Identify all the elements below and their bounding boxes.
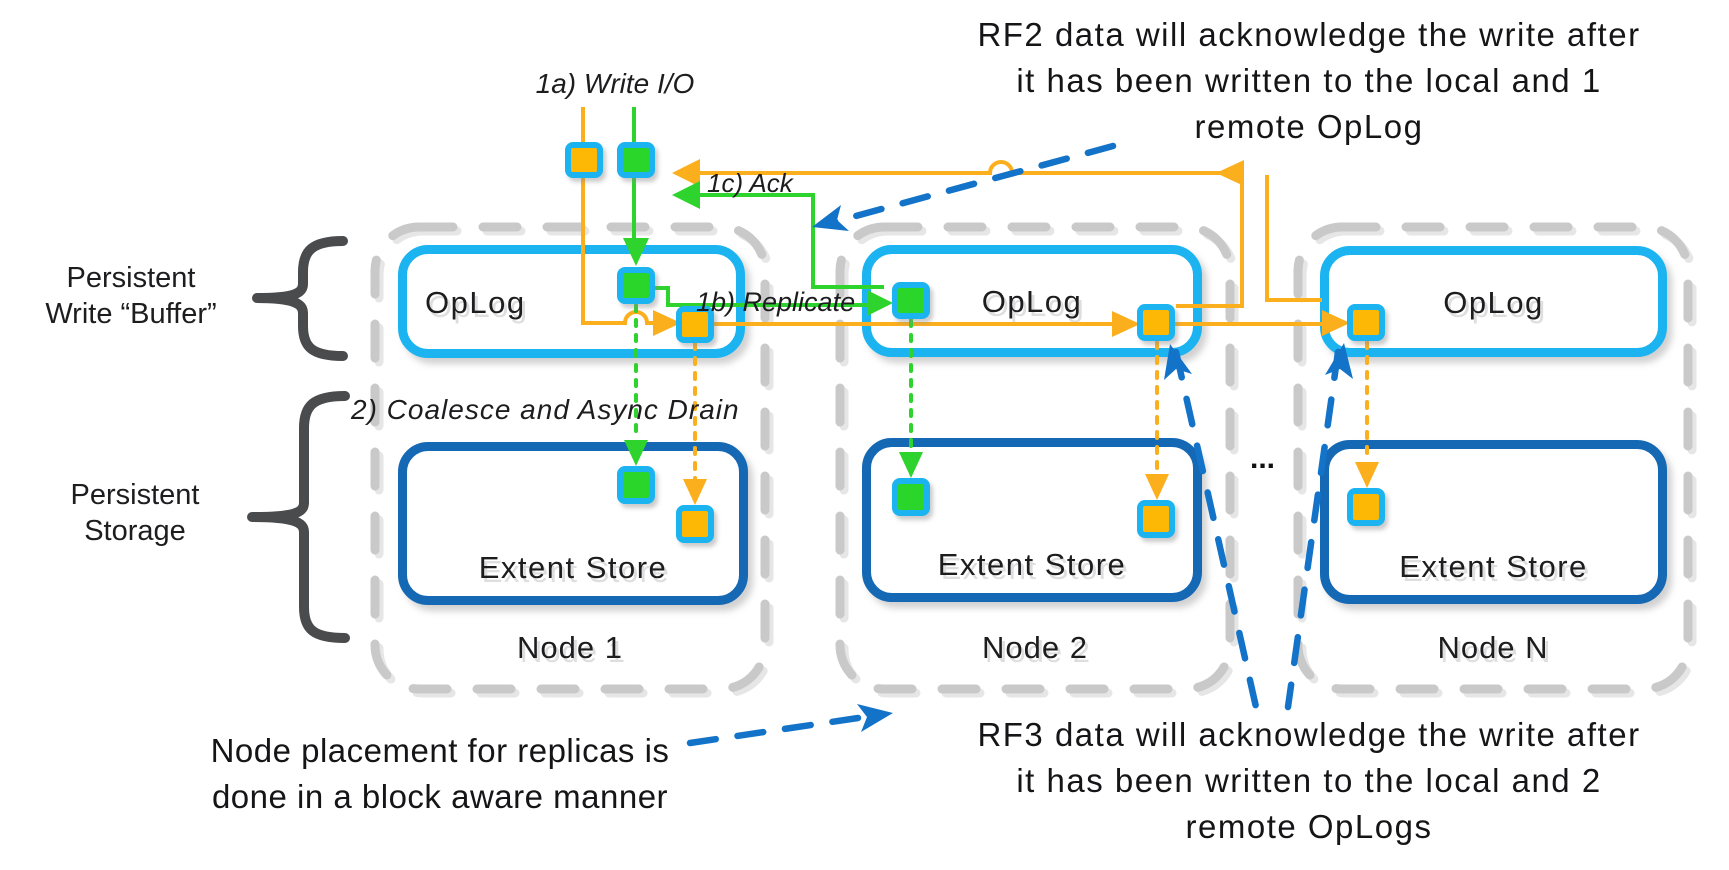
ack-label: 1c) Ack <box>707 168 793 198</box>
persistent-storage-line2: Storage <box>84 515 186 547</box>
nodeN-label: Node N <box>1437 630 1549 665</box>
rf3-annotation-line-left <box>1172 348 1260 711</box>
green-drain-lines <box>634 303 913 454</box>
orange-drain-lines <box>693 340 1369 481</box>
node1-extent-store-label: Extent Store <box>478 550 668 585</box>
rf3-text-line2: it has been written to the local and 2 <box>1016 762 1602 799</box>
node1-oplog-orange-block <box>676 306 714 343</box>
persistent-write-buffer-line2: Write “Buffer” <box>45 298 217 330</box>
coalesce-drain-label: 2) Coalesce and Async Drain <box>351 394 740 425</box>
node2-container <box>835 222 1235 694</box>
rf3-annotation-line-right <box>1284 348 1342 711</box>
persistent-storage-label: Persistent Storage <box>10 477 260 549</box>
rf2-annotation-line <box>826 142 1117 227</box>
node2-oplog-label: OpLog <box>981 284 1083 319</box>
rf3-annotation-text: RF3 data will acknowledge the write afte… <box>890 712 1728 850</box>
rf2-annotation-text: RF2 data will acknowledge the write afte… <box>890 12 1728 150</box>
orange-arrowheads <box>653 159 1379 505</box>
placement-annotation-text: Node placement for replicas is done in a… <box>140 728 740 820</box>
node-container-shadows <box>374 226 1697 698</box>
node1-oplog-green-block <box>617 267 655 304</box>
nodeN-extent-orange-block <box>1347 488 1385 526</box>
placement-annotation-line <box>686 714 862 747</box>
blue-arrowheads <box>812 205 1353 732</box>
persistent-write-buffer-brace <box>252 236 348 361</box>
data-block-orange-incoming <box>565 142 603 178</box>
write-io-label: 1a) Write I/O <box>535 68 695 99</box>
node1-oplog-box: OpLog <box>398 245 745 358</box>
green-arrowheads <box>623 181 923 478</box>
nodeN-oplog-label: OpLog <box>1443 285 1544 320</box>
nodeN-oplog-orange-block <box>1347 304 1385 341</box>
placement-text-line1: Node placement for replicas is <box>210 732 670 769</box>
rf3-text-line3: remote OpLogs <box>1185 808 1433 845</box>
node2-extent-store-label: Extent Store <box>937 547 1127 582</box>
persistent-write-buffer-line1: Persistent <box>66 262 196 294</box>
node1-oplog-label: OpLog <box>425 285 526 320</box>
data-block-green-incoming <box>617 142 655 178</box>
node1-extent-green-block <box>617 466 655 504</box>
nodeN-container <box>1293 222 1693 694</box>
more-nodes-ellipsis: ... <box>1250 442 1276 475</box>
node2-oplog-orange-block <box>1137 304 1175 341</box>
node2-label: Node 2 <box>982 630 1088 665</box>
node1-extent-orange-block <box>676 505 714 543</box>
rf2-text-line2: it has been written to the local and 1 <box>1016 62 1602 99</box>
persistent-write-buffer-label: Persistent Write “Buffer” <box>6 260 256 332</box>
rf2-text-line3: remote OpLog <box>1194 108 1424 145</box>
rf2-text-line1: RF2 data will acknowledge the write afte… <box>977 16 1641 53</box>
nodeN-extent-store-label: Extent Store <box>1399 549 1588 584</box>
node2-extent-green-block <box>892 478 930 516</box>
node1-container <box>370 222 770 694</box>
node1-label: Node 1 <box>517 630 623 665</box>
node2-oplog-green-block <box>892 282 930 319</box>
placement-text-line2: done in a block aware manner <box>211 778 669 815</box>
persistent-storage-line1: Persistent <box>70 479 200 511</box>
node2-extent-orange-block <box>1137 500 1175 538</box>
persistent-storage-brace <box>247 391 350 643</box>
rf3-text-line1: RF3 data will acknowledge the write afte… <box>977 716 1641 753</box>
replicate-label: 1b) Replicate <box>696 287 856 317</box>
